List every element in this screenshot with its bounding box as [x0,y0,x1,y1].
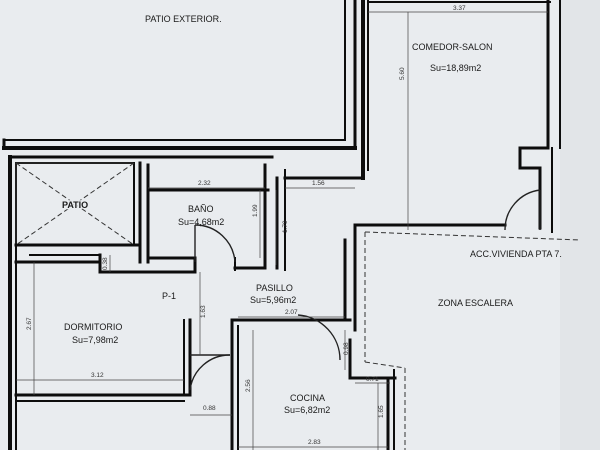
cocina-label: COCINA [290,393,325,403]
dormitorio-label: DORMITORIO [64,322,122,332]
patio-label: PATIO [62,200,88,210]
pasillo-label: PASILLO [256,283,293,293]
dim-1-63: 1.63 [200,305,207,318]
dim-2-83: 2.83 [308,439,321,446]
zona-escalera-boundary [364,231,581,450]
dormitorio-area: Su=7,98m2 [72,335,118,345]
dim-1-79: 1.79 [282,220,289,233]
dim-5-60: 5.60 [399,67,406,80]
p1-label: P-1 [162,291,176,301]
dim-2-56: 2.56 [245,379,252,392]
acceso-vivienda-label: ACC.VIVIENDA PTA 7. [470,249,562,259]
door-swings [189,189,541,391]
dim-1-56: 1.56 [312,180,325,187]
comedor-salon-area: Su=18,89m2 [430,63,481,73]
bano-area: Su=4,68m2 [178,217,224,227]
bano-label: BAÑO [188,204,214,214]
dim-3-12: 3.12 [91,372,104,379]
dim-2-67: 2.67 [26,317,33,330]
dim-0-71: 0.71 [366,376,379,383]
dim-2-07: 2.07 [285,309,298,316]
comedor-salon-label: COMEDOR-SALON [412,42,493,52]
dim-3-37: 3.37 [453,5,466,12]
patio-exterior-label: PATIO EXTERIOR. [145,14,222,24]
dim-0-38: 0.38 [102,257,109,270]
dim-2-32: 2.32 [198,180,211,187]
cocina-area: Su=6,82m2 [284,405,330,415]
zona-escalera-label: ZONA ESCALERA [438,298,513,308]
pasillo-area: Su=5,96m2 [250,295,296,305]
dim-0-98: 0.98 [343,342,350,355]
dim-0-88: 0.88 [203,405,216,412]
dim-1-65: 1.65 [378,405,385,418]
dimension-lines [16,11,548,450]
dim-1-99: 1.99 [252,204,259,217]
